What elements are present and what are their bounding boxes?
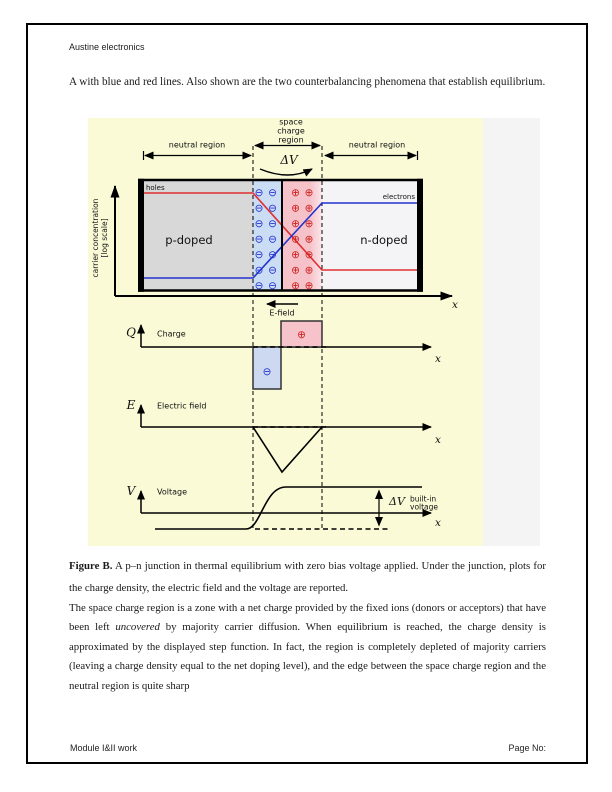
body-paragraph-text: by majority carrier diffusion. When equi… <box>69 621 546 692</box>
voltage-title: Voltage <box>157 488 187 497</box>
delta-v-top-label: ΔV <box>279 153 299 167</box>
minus-ion: ⊖ <box>255 187 264 199</box>
field-curve <box>252 426 323 474</box>
caption-text: A p–n junction in thermal equilibrium wi… <box>69 560 546 594</box>
minus-ion: ⊖ <box>255 280 264 292</box>
plus-ion: ⊕ <box>291 280 300 292</box>
top-annotations: space charge region ΔV neutral region ne… <box>142 118 419 177</box>
plus-ion: ⊕ <box>305 249 314 261</box>
plus-ion: ⊕ <box>305 280 314 292</box>
holes-line <box>144 192 417 271</box>
n-region <box>322 180 421 291</box>
junction-box-frame <box>138 178 423 292</box>
n-region-label: n-doped <box>360 233 407 247</box>
minus-ion: ⊖ <box>268 280 277 292</box>
footer-left: Module I&II work <box>70 743 138 753</box>
neutral-region-label-left: neutral region <box>169 141 225 150</box>
footer-right: Page No: <box>508 743 546 753</box>
field-title: Electric field <box>157 402 206 411</box>
minus-ion: ⊖ <box>255 218 264 230</box>
plus-ion: ⊕ <box>291 187 300 199</box>
space-charge-label: region <box>278 136 303 145</box>
minus-ion: ⊖ <box>268 265 277 277</box>
minus-ion: ⊖ <box>255 234 264 246</box>
pos-charge-symbol: ⊕ <box>297 329 306 341</box>
plus-ions: ⊕ ⊕ ⊕ ⊕ ⊕ ⊕ ⊕ ⊕ ⊕ ⊕ ⊕ ⊕ ⊕ ⊕ <box>291 187 313 292</box>
plus-ion: ⊕ <box>291 203 300 215</box>
space-charge-label: charge <box>277 127 305 136</box>
electrons-label: electrons <box>383 193 416 201</box>
field-x-label: x <box>435 434 441 446</box>
depletion-pos-region <box>282 180 322 291</box>
plus-ion: ⊕ <box>291 218 300 230</box>
caption-label: Figure B. <box>69 560 113 572</box>
pn-junction-figure: space charge region ΔV neutral region ne… <box>88 118 540 546</box>
electrons-line <box>144 202 417 279</box>
minus-ion: ⊖ <box>268 234 277 246</box>
charge-y-axis-label: Q <box>126 326 136 340</box>
body-paragraph: The space charge region is a zone with a… <box>69 599 546 696</box>
built-in-voltage-label: built-in <box>410 495 436 504</box>
minus-ion: ⊖ <box>255 203 264 215</box>
body-paragraph-italic: uncovered <box>115 621 160 634</box>
charge-plot: Q Charge ⊖ ⊕ x <box>126 320 441 390</box>
pos-charge-rect <box>280 320 323 348</box>
delta-v-voltage-label: ΔV <box>388 495 406 508</box>
plus-ion: ⊕ <box>291 249 300 261</box>
plus-ion: ⊕ <box>305 218 314 230</box>
minus-ions: ⊖ ⊖ ⊖ ⊖ ⊖ ⊖ ⊖ ⊖ ⊖ ⊖ ⊖ ⊖ ⊖ ⊖ <box>255 187 277 292</box>
efield-label: E-field <box>269 309 294 318</box>
minus-ion: ⊖ <box>268 218 277 230</box>
neutral-region-label-right: neutral region <box>349 141 405 150</box>
minus-ion: ⊖ <box>268 203 277 215</box>
plus-ion: ⊕ <box>305 203 314 215</box>
p-region-label: p-doped <box>165 233 212 247</box>
plus-ion: ⊕ <box>291 265 300 277</box>
plus-ion: ⊕ <box>305 265 314 277</box>
field-y-axis-label: E <box>126 398 136 412</box>
voltage-plot: V Voltage ΔV built-in voltage x <box>127 484 441 530</box>
document-header: Austine electronics <box>69 42 145 52</box>
minus-ion: ⊖ <box>268 187 277 199</box>
charge-x-label: x <box>435 353 441 365</box>
delta-v-curved-arrow <box>259 168 313 177</box>
intro-paragraph: A with blue and red lines. Also shown ar… <box>69 76 546 88</box>
carrier-y-axis-label: carrier concentration <box>91 198 100 277</box>
minus-ion: ⊖ <box>268 249 277 261</box>
voltage-x-label: x <box>435 517 441 529</box>
voltage-curve <box>155 486 422 530</box>
junction-x-label: x <box>452 299 458 311</box>
voltage-y-axis-label: V <box>127 484 137 498</box>
body-paragraph-text: The space charge region is a zone with a… <box>69 602 546 634</box>
plus-ion: ⊕ <box>305 187 314 199</box>
plus-ion: ⊕ <box>291 234 300 246</box>
minus-ion: ⊖ <box>255 265 264 277</box>
figure-right-margin <box>483 118 540 546</box>
p-region <box>140 180 253 291</box>
holes-label: holes <box>146 184 165 192</box>
carrier-y-axis-label: [log scale] <box>100 218 109 257</box>
field-plot: E Electric field x <box>126 398 441 474</box>
minus-ion: ⊖ <box>255 249 264 261</box>
plus-ion: ⊕ <box>305 234 314 246</box>
space-charge-label: space <box>279 118 303 127</box>
figure-image: space charge region ΔV neutral region ne… <box>88 118 540 546</box>
figure-caption: Figure B. A p–n junction in thermal equi… <box>69 556 546 599</box>
charge-title: Charge <box>157 330 186 339</box>
neg-charge-rect <box>252 346 282 390</box>
built-in-voltage-label: voltage <box>410 503 438 512</box>
neg-charge-symbol: ⊖ <box>263 366 272 378</box>
